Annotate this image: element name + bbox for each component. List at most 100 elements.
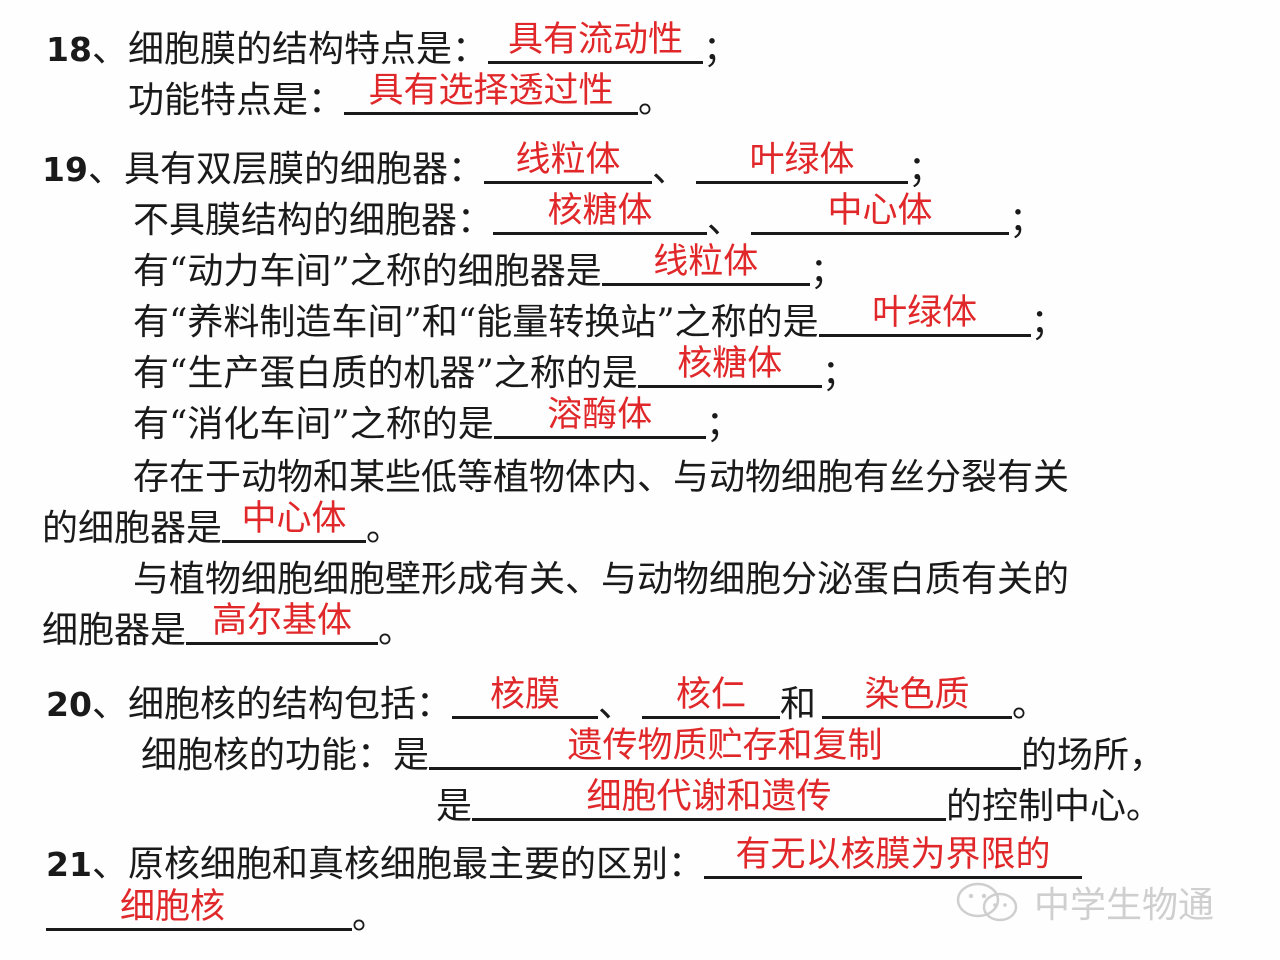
q19-line-9: 与植物细胞细胞壁形成有关、与动物细胞分泌蛋白质有关的	[133, 558, 1069, 602]
q19-blank-1b: 叶绿体	[695, 141, 908, 184]
q19-prompt-protein-machine: 有“生产蛋白质的机器”之称的是	[133, 353, 638, 394]
q19-prompt-power-plant: 有“动力车间”之称的细胞器是	[133, 251, 602, 292]
q19-blank-1a: 线粒体	[483, 141, 652, 184]
q19-blank-10: 高尔基体	[186, 602, 379, 645]
q20-blank-2: 遗传物质贮存和复制	[429, 727, 1022, 770]
q18-prompt-function: 功能特点是：	[128, 80, 345, 121]
q19-line-4: 有“养料制造车间”和“能量转换站”之称的是 叶绿体 ；	[133, 294, 1067, 345]
q19-line-3: 有“动力车间”之称的细胞器是 线粒体 ；	[133, 243, 846, 294]
q20-prompt-control: 是	[436, 786, 473, 827]
q20-end-2: 的场所，	[1021, 735, 1166, 776]
q19-prompt-mitosis-cont: 的细胞器是	[42, 508, 223, 549]
q20-mid-1: 、	[597, 684, 634, 725]
q19-blank-3: 线粒体	[601, 243, 810, 286]
q20-answer-3: 细胞代谢和遗传	[586, 777, 832, 817]
q19-mid-1: 、	[651, 149, 688, 190]
q18-line-2: 功能特点是：具有选择透过性。	[128, 72, 674, 123]
q19-end-8: 。	[366, 508, 403, 549]
q19-blank-2b: 中心体	[751, 192, 1010, 235]
watermark: 中学生物通	[952, 876, 1214, 928]
q19-blank-2a: 核糖体	[493, 192, 708, 235]
q19-mid-2: 、	[707, 200, 744, 241]
q21-end-2: 。	[352, 896, 389, 937]
q20-end-1: 。	[1012, 684, 1049, 725]
q19-end-6: ；	[705, 404, 742, 445]
q19-answer-2a: 核糖体	[547, 191, 653, 231]
q19-answer-4: 叶绿体	[872, 293, 978, 333]
q20-answer-1b: 核仁	[675, 675, 746, 715]
q19-answer-3: 线粒体	[653, 242, 759, 282]
q20-answer-1c: 染色质	[864, 675, 970, 715]
q19-answer-1b: 叶绿体	[749, 140, 855, 180]
q18-blank-structure: 具有流动性	[487, 21, 703, 64]
q19-end-2: ；	[1009, 200, 1046, 241]
q19-line-5: 有“生产蛋白质的机器”之称的是核糖体 ；	[133, 345, 858, 396]
q18-blank-function: 具有选择透过性	[344, 72, 639, 115]
q19-number: 19	[42, 150, 88, 189]
q19-prompt-energy-station: 有“养料制造车间”和“能量转换站”之称的是	[133, 302, 819, 343]
wechat-icon	[956, 882, 1018, 922]
q19-line-8: 的细胞器是中心体。	[42, 500, 403, 551]
q19-prompt-digestion: 有“消化车间”之称的是	[133, 404, 494, 445]
q19-end-4: ；	[1030, 302, 1067, 343]
q19-separator: 、	[87, 149, 124, 190]
q19-line-6: 有“消化车间”之称的是 溶酶体 ；	[133, 396, 742, 447]
watermark-text: 中学生物通	[1034, 885, 1215, 926]
q19-end-3: ；	[809, 251, 846, 292]
q21-separator: 、	[91, 844, 128, 885]
q20-number: 20	[46, 685, 92, 724]
q20-line-3: 是 细胞代谢和遗传 的控制中心。	[436, 778, 1163, 829]
q20-prompt-structure: 细胞核的结构包括：	[127, 684, 452, 725]
q18-answer-structure: 具有流动性	[507, 20, 683, 60]
q19-blank-5: 核糖体	[637, 345, 822, 388]
q19-line-10: 细胞器是高尔基体。	[42, 602, 415, 653]
q21-prompt-difference: 原核细胞和真核细胞最主要的区别：	[127, 844, 704, 885]
q19-prompt-cell-wall-cont: 细胞器是	[42, 610, 187, 651]
q19-prompt-cell-wall: 与植物细胞细胞壁形成有关、与动物细胞分泌蛋白质有关的	[133, 559, 1070, 600]
q20-line-2: 细胞核的功能：是 遗传物质贮存和复制 的场所，	[141, 727, 1166, 778]
q19-end-10: 。	[378, 610, 415, 651]
q19-end-1: ；	[907, 149, 944, 190]
q20-line-1: 20、细胞核的结构包括：核膜、核仁和染色质。	[46, 676, 1049, 727]
q19-line-2: 不具膜结构的细胞器： 核糖体 、 中心体 ；	[133, 192, 1046, 243]
q21-answer-1: 有无以核膜为界限的	[735, 835, 1051, 875]
q20-separator: 、	[91, 684, 128, 725]
q19-blank-8: 中心体	[222, 500, 367, 543]
q18-number: 18	[46, 30, 92, 69]
q19-answer-8: 中心体	[241, 499, 347, 539]
q20-end-3: 的控制中心。	[946, 786, 1163, 827]
q19-answer-10: 高尔基体	[212, 601, 353, 641]
q19-prompt-mitosis: 存在于动物和某些低等植物体内、与动物细胞有丝分裂有关	[133, 457, 1070, 498]
q19-line-1: 19、具有双层膜的细胞器：线粒体、叶绿体；	[42, 141, 944, 192]
q18-answer-function: 具有选择透过性	[368, 71, 614, 111]
q19-blank-4: 叶绿体	[818, 294, 1031, 337]
q21-blank-1: 有无以核膜为界限的	[703, 836, 1082, 879]
q19-answer-5: 核糖体	[677, 344, 783, 384]
q21-number: 21	[46, 845, 92, 884]
q19-prompt-no-membrane: 不具膜结构的细胞器：	[133, 200, 494, 241]
q19-blank-6: 溶酶体	[493, 396, 706, 439]
q19-answer-2b: 中心体	[827, 191, 933, 231]
q19-prompt-double-membrane: 具有双层膜的细胞器：	[123, 149, 484, 190]
q20-blank-1b: 核仁	[641, 676, 780, 719]
q20-prompt-function: 细胞核的功能：是	[141, 735, 430, 776]
q18-line-1: 18、细胞膜的结构特点是： 具有流动性 ；	[46, 21, 739, 72]
q18-separator: 、	[91, 29, 128, 70]
q21-line-2: 细胞核 。	[46, 888, 389, 939]
q21-line-1: 21、原核细胞和真核细胞最主要的区别： 有无以核膜为界限的	[46, 836, 1082, 887]
q19-answer-1a: 线粒体	[515, 140, 621, 180]
q19-line-7: 存在于动物和某些低等植物体内、与动物细胞有丝分裂有关	[133, 456, 1069, 500]
q18-end-1: ；	[702, 29, 739, 70]
q18-prompt-structure: 细胞膜的结构特点是：	[127, 29, 488, 70]
q20-answer-2: 遗传物质贮存和复制	[567, 726, 883, 766]
q20-mid-2: 和	[779, 684, 816, 725]
q19-answer-6: 溶酶体	[547, 395, 653, 435]
q21-blank-2: 细胞核	[46, 888, 352, 931]
q20-answer-1a: 核膜	[489, 675, 560, 715]
q20-blank-3: 细胞代谢和遗传	[472, 778, 947, 821]
q21-answer-2: 细胞核	[120, 887, 226, 927]
q20-blank-1a: 核膜	[451, 676, 598, 719]
q20-blank-1c: 染色质	[822, 676, 1012, 719]
q19-end-5: ；	[821, 353, 858, 394]
